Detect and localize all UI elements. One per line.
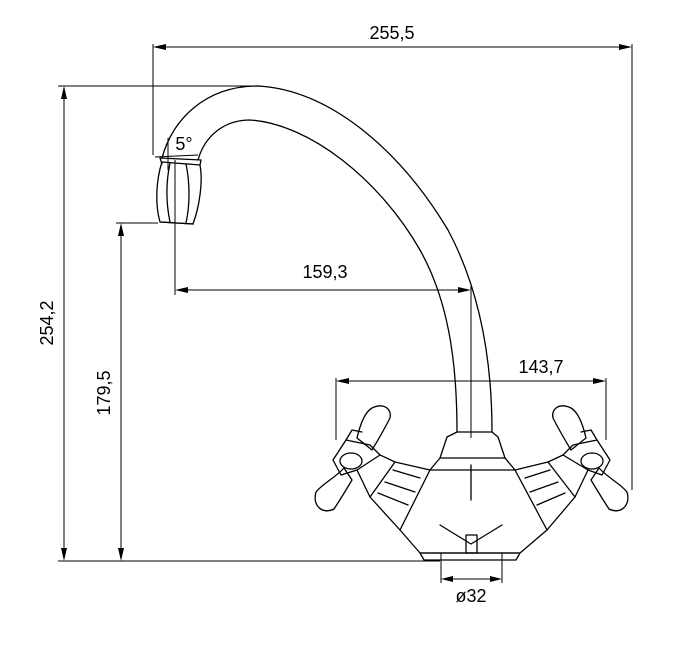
faucet-outline — [156, 85, 629, 561]
base-diameter-label: ø32 — [455, 586, 486, 606]
total-height-label: 254,2 — [37, 300, 57, 345]
total-width-label: 255,5 — [369, 23, 414, 43]
dimension-total-width: 255,5 — [152, 23, 633, 490]
left-valve-housing — [332, 429, 431, 531]
central-collar — [439, 431, 506, 459]
dimension-total-height: 254,2 — [37, 85, 440, 562]
handle-span-label: 143,7 — [518, 357, 563, 377]
dimension-handle-span: 143,7 — [335, 357, 607, 440]
outlet-angle-label: 5° — [175, 134, 192, 154]
left-handle — [314, 405, 391, 512]
right-handle — [552, 405, 629, 512]
dimension-spout-reach: 159,3 — [174, 160, 472, 438]
spout-inner-edge — [197, 119, 458, 433]
dimension-outlet-height: 179,5 — [94, 222, 158, 561]
outlet-height-label: 179,5 — [94, 370, 114, 415]
mixer-body — [399, 457, 548, 554]
spout-reach-label: 159,3 — [302, 262, 347, 282]
spout-outer-edge — [161, 85, 493, 433]
mixer-base — [419, 552, 521, 561]
dimension-base-diameter: ø32 — [440, 553, 503, 606]
aerator-nozzle — [156, 157, 202, 225]
right-valve-housing — [514, 429, 611, 531]
